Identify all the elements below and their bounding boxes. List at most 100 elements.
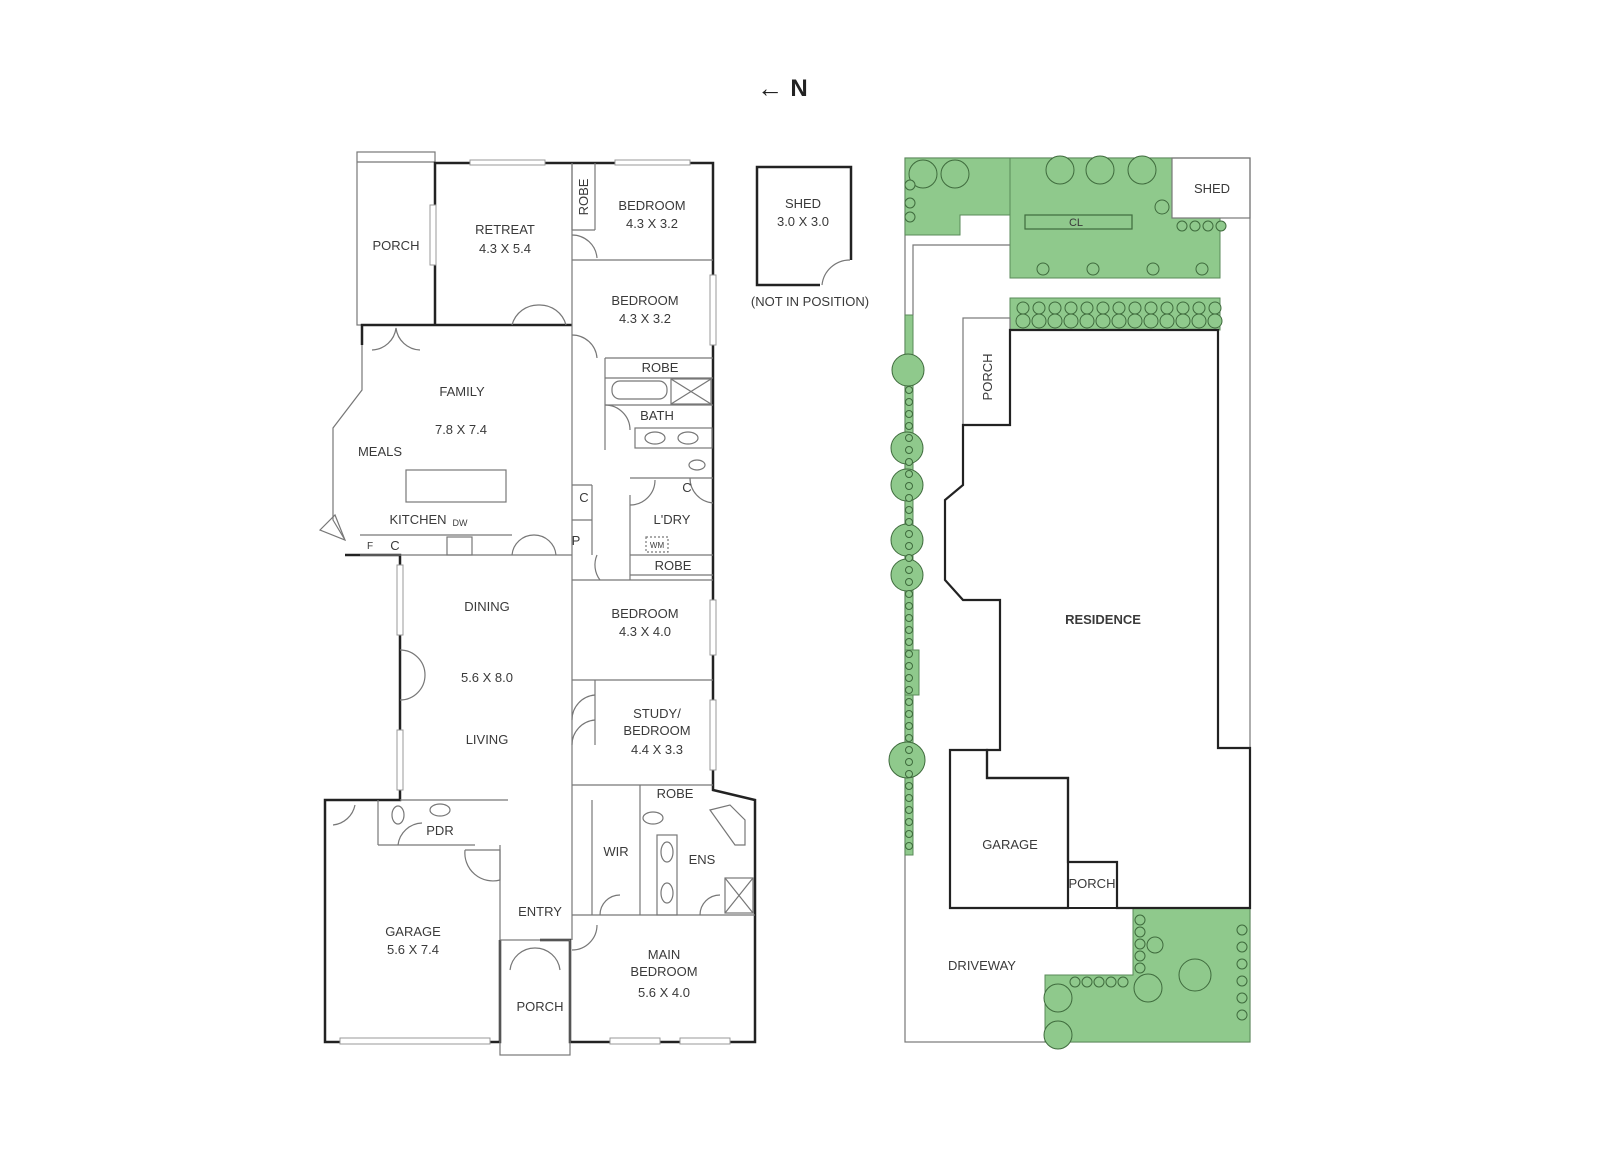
room-label-robe-4: ROBE	[657, 786, 694, 801]
tree-icon	[904, 179, 916, 191]
room-label-porch-front: PORCH	[517, 999, 564, 1014]
tree-icon	[908, 159, 938, 189]
tree-icon	[1093, 976, 1105, 988]
tree-icon	[905, 698, 913, 706]
tree-icon	[1064, 301, 1078, 315]
tree-icon	[1176, 301, 1190, 315]
tree-icon	[890, 523, 924, 557]
shed-plan: SHED 3.0 X 3.0 (NOT IN POSITION)	[751, 165, 869, 309]
room-label-robe-3: ROBE	[655, 558, 692, 573]
room-label-meals: MEALS	[358, 444, 402, 459]
tree-icon	[1236, 1009, 1248, 1021]
tree-icon	[1112, 301, 1126, 315]
tree-icon	[905, 626, 913, 634]
tree-icon	[904, 211, 916, 223]
tree-icon	[905, 530, 913, 538]
door-swings	[318, 234, 721, 971]
cooktop	[446, 536, 473, 556]
site-garage-outline	[948, 748, 1070, 910]
tree-icon	[905, 410, 913, 418]
room-label-bath: BATH	[640, 408, 674, 423]
tree-icon	[905, 830, 913, 838]
house-floor-plan: PORCH RETREAT 4.3 X 5.4 ROBE BEDROOM 4.3…	[318, 151, 757, 1056]
tree-icon	[905, 758, 913, 766]
tree-icon	[1146, 936, 1164, 954]
tree-icon	[1143, 313, 1159, 329]
tree-icon	[905, 590, 913, 598]
room-label-living: LIVING	[466, 732, 509, 747]
label-washing-machine: WM	[650, 541, 665, 550]
tree-icon	[1202, 220, 1214, 232]
room-label-kitchen: KITCHEN	[389, 512, 446, 527]
washing-machine	[645, 536, 669, 553]
room-label-bedroom-2: BEDROOM	[611, 293, 678, 308]
room-label-main: MAIN	[648, 947, 681, 962]
tree-icon	[905, 446, 913, 454]
tree-icon	[905, 770, 913, 778]
room-label-pdr: PDR	[426, 823, 453, 838]
room-label-bedroom-3: BEDROOM	[611, 606, 678, 621]
room-label-family: FAMILY	[439, 384, 485, 399]
tree-icon	[1117, 976, 1129, 988]
room-label-main-bedroom: BEDROOM	[630, 964, 697, 979]
front-porch-outline	[499, 939, 571, 1056]
tree-icon	[905, 566, 913, 574]
room-label-garage: GARAGE	[385, 924, 441, 939]
tree-icon	[1081, 976, 1093, 988]
tree-icon	[1175, 313, 1191, 329]
site-label-porch-front: PORCH	[1069, 876, 1116, 891]
tree-icon	[1079, 313, 1095, 329]
tree-icon	[1111, 313, 1127, 329]
tree-icon	[905, 674, 913, 682]
label-cupboard-2: C	[682, 480, 691, 495]
bathtub	[611, 380, 668, 400]
tree-icon	[1208, 301, 1222, 315]
tree-icon	[905, 794, 913, 802]
tree-icon	[905, 734, 913, 742]
room-label-bedroom-1: BEDROOM	[618, 198, 685, 213]
tree-icon	[1036, 262, 1050, 276]
shed-label: SHED	[785, 196, 821, 211]
label-kitchen-cupboard: C	[390, 538, 399, 553]
tree-icon	[1236, 975, 1248, 987]
tree-icon	[905, 638, 913, 646]
tree-icon	[1133, 973, 1163, 1003]
site-label-shed: SHED	[1194, 181, 1230, 196]
tree-icon	[1176, 220, 1188, 232]
site-label-cl: CL	[1069, 217, 1083, 229]
site-label-porch-side: PORCH	[980, 354, 995, 401]
tree-icon	[905, 818, 913, 826]
tree-icon	[1080, 301, 1094, 315]
north-arrow-icon: ←	[757, 73, 783, 103]
tree-icon	[1069, 976, 1081, 988]
tree-icon	[1045, 155, 1075, 185]
site-label-residence: RESIDENCE	[1065, 612, 1141, 627]
tree-icon	[905, 554, 913, 562]
room-label-ens: ENS	[689, 852, 716, 867]
room-dim-dining: 5.6 X 8.0	[461, 670, 513, 685]
label-fridge: F	[367, 541, 373, 552]
tree-icon	[1189, 220, 1201, 232]
north-label: N	[790, 75, 807, 102]
tree-icon	[1128, 301, 1142, 315]
tree-icon	[905, 398, 913, 406]
tree-icon	[905, 722, 913, 730]
tree-icon	[905, 482, 913, 490]
label-pantry: P	[572, 533, 581, 548]
tree-icon	[904, 197, 916, 209]
tree-icon	[1154, 199, 1170, 215]
tree-icon	[1048, 301, 1062, 315]
tree-icon	[905, 386, 913, 394]
tree-icon	[1236, 924, 1248, 936]
tree-icon	[1086, 262, 1100, 276]
room-dim-bedroom-3: 4.3 X 4.0	[619, 624, 671, 639]
north-indicator: ← N	[757, 73, 808, 103]
tree-icon	[905, 542, 913, 550]
tree-icon	[905, 434, 913, 442]
tree-icon	[1191, 313, 1207, 329]
shed-note: (NOT IN POSITION)	[751, 294, 869, 309]
tree-icon	[905, 518, 913, 526]
tree-icon	[1032, 301, 1046, 315]
label-cupboard-1: C	[579, 490, 588, 505]
